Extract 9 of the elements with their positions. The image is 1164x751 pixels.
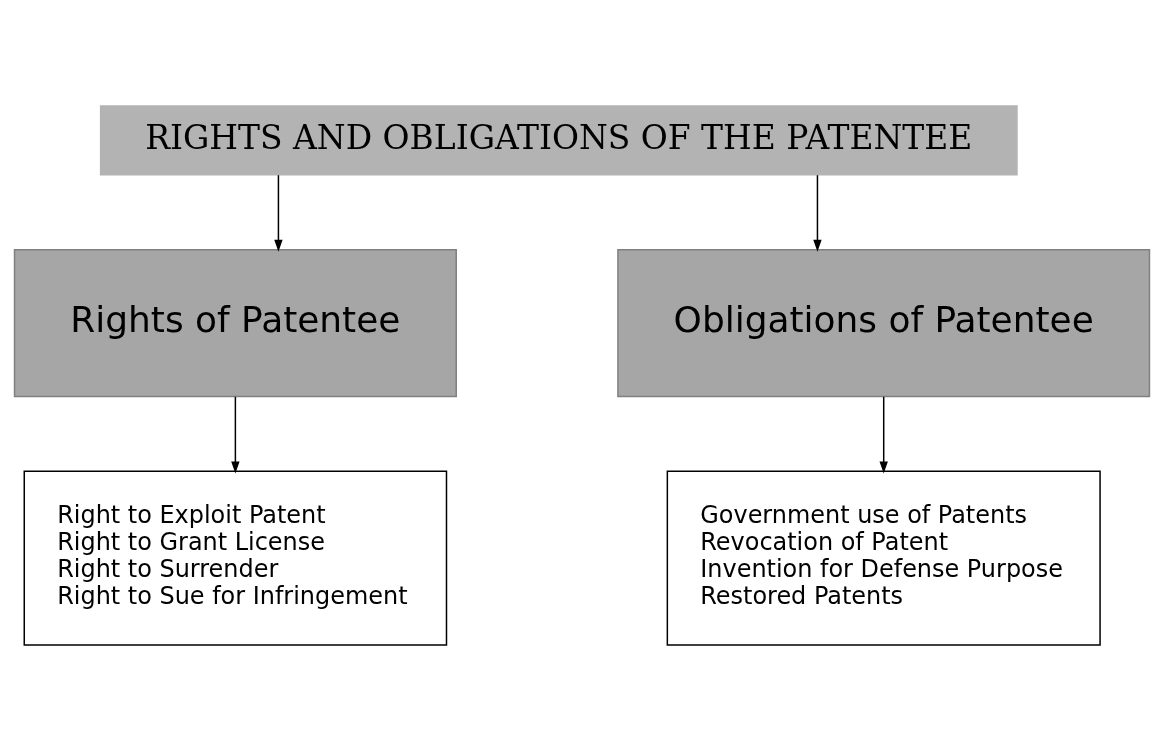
node-box: RIGHTS AND OBLIGATIONS OF THE PATENTEE — [99, 105, 1018, 176]
arrow — [231, 396, 240, 474]
node-box: Government use of Patents Revocation of Patent Invention for Defense Purpose Restored Patents — [666, 470, 1101, 646]
node-box: Right to Exploit Patent Right to Grant License Right to Surrender Right to Sue for Infringement — [23, 470, 448, 646]
node-box: Obligations of Patentee — [617, 249, 1151, 398]
node-box: Rights of Patentee — [13, 249, 457, 398]
arrow — [879, 396, 888, 474]
arrow — [274, 174, 283, 252]
arrow — [813, 174, 822, 252]
